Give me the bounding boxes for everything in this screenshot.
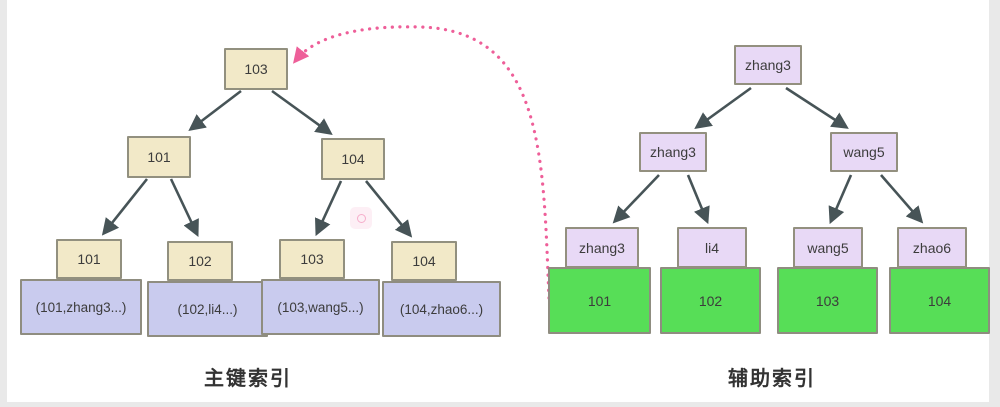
- secondary-index-label: 辅助索引: [728, 368, 816, 390]
- edge-secondary-wang5-right: [880, 174, 924, 224]
- edge-primary-104-right: [364, 180, 413, 238]
- primary-leaf-key-101: 101: [56, 239, 122, 279]
- secondary-leaf-value-box-102: 102: [660, 267, 761, 334]
- primary-leaf-key-104: 104: [391, 241, 457, 281]
- page-edge-bottom: [0, 402, 1000, 407]
- page-edge-right: [989, 0, 1000, 407]
- edge-secondary-root-right: [785, 86, 849, 129]
- primary-leaf-data-box-103: (103,wang5...): [261, 279, 380, 335]
- edge-primary-root-right: [271, 89, 333, 135]
- secondary-leaf-key-li4: li4: [677, 227, 747, 268]
- watermark-icon: [350, 207, 372, 229]
- secondary-internal-node-zhang3: zhang3: [639, 132, 707, 172]
- primary-internal-node-104: 104: [321, 138, 385, 180]
- secondary-root-node: zhang3: [734, 45, 802, 85]
- primary-index-label: 主键索引: [204, 368, 292, 390]
- primary-leaf-data-box-104: (104,zhao6...): [382, 281, 501, 337]
- secondary-leaf-value-box-103: 103: [777, 267, 878, 334]
- edge-primary-101-right: [169, 178, 199, 238]
- secondary-leaf-key-zhao6: zhao6: [897, 227, 967, 268]
- secondary-leaf-key-wang5: wang5: [793, 227, 863, 268]
- edge-primary-root-left: [188, 89, 242, 132]
- primary-leaf-key-103: 103: [279, 239, 345, 279]
- secondary-leaf-value-box-104: 104: [889, 267, 990, 334]
- primary-internal-node-101: 101: [127, 136, 191, 178]
- page-edge-left: [0, 0, 7, 407]
- watermark-dot: [356, 213, 366, 223]
- secondary-leaf-key-zhang3: zhang3: [565, 227, 639, 268]
- edge-primary-104-left: [314, 180, 343, 237]
- secondary-internal-node-wang5: wang5: [830, 132, 898, 172]
- primary-leaf-data-box-101: (101,zhang3...): [20, 279, 142, 335]
- primary-root-node: 103: [224, 48, 288, 90]
- edge-secondary-wang5-left: [828, 174, 853, 225]
- edge-secondary-zhang3-left: [612, 174, 660, 224]
- edge-secondary-zhang3-right: [686, 174, 710, 225]
- primary-leaf-data-box-102: (102,li4...): [147, 281, 268, 337]
- edge-primary-101-left: [101, 178, 149, 236]
- edge-secondary-root-left: [694, 86, 752, 129]
- secondary-leaf-value-box-101: 101: [548, 267, 651, 334]
- primary-leaf-key-102: 102: [167, 241, 233, 281]
